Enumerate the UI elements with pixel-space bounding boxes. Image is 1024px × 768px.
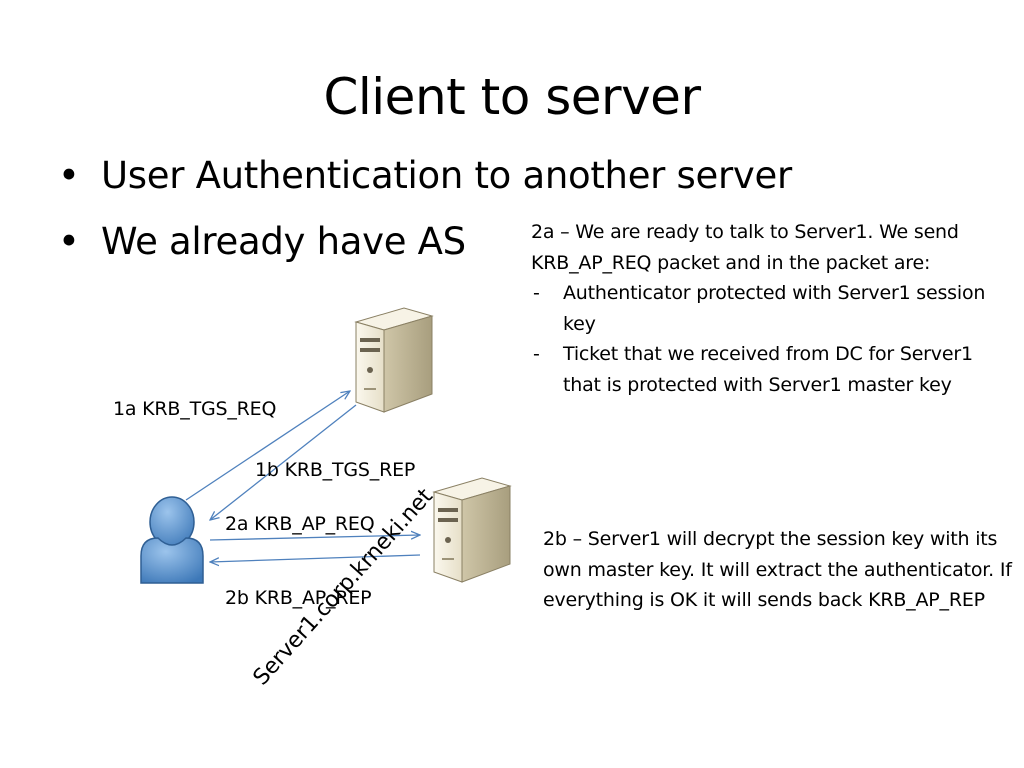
bullet-list: • User Authentication to another server …: [58, 150, 792, 282]
dash-marker: -: [533, 282, 540, 304]
arrow-ap-rep: [210, 554, 421, 562]
note-2a-item-text: Ticket that we received from DC for Serv…: [563, 343, 973, 396]
arrow-tgs-rep: [210, 404, 357, 520]
label-ap-req: 2a KRB_AP_REQ: [225, 513, 375, 535]
note-2a-item-text: Authenticator protected with Server1 ses…: [563, 282, 986, 335]
server-icon: [354, 307, 434, 413]
bullet-text: We already have AS: [101, 220, 466, 263]
note-step-2b: 2b – Server1 will decrypt the session ke…: [543, 524, 1021, 616]
bullet-dot: •: [58, 220, 80, 263]
bullet-text: User Authentication to another server: [101, 154, 792, 197]
arrow-ap-req: [209, 535, 420, 541]
label-ap-rep: 2b KRB_AP_REP: [225, 587, 372, 609]
label-tgs-req: 1a KRB_TGS_REQ: [113, 398, 277, 420]
note-2a-intro: 2a – We are ready to talk to Server1. We…: [531, 221, 959, 274]
dash-marker: -: [533, 343, 540, 365]
label-tgs-rep: 1b KRB_TGS_REP: [255, 459, 416, 481]
note-step-2a: 2a – We are ready to talk to Server1. We…: [531, 217, 1001, 400]
note-2a-item: - Ticket that we received from DC for Se…: [531, 339, 1001, 400]
user-icon: [140, 496, 204, 584]
arrow-tgs-req: [185, 391, 350, 501]
slide-title: Client to server: [323, 68, 701, 126]
bullet-dot: •: [58, 154, 80, 197]
note-2b-text: 2b – Server1 will decrypt the session ke…: [543, 528, 1012, 611]
bullet-item: • We already have AS: [58, 216, 792, 282]
bullet-item: • User Authentication to another server: [58, 150, 792, 216]
server-icon: [432, 477, 512, 583]
note-2a-item: - Authenticator protected with Server1 s…: [531, 278, 1001, 339]
note-2a-list: - Authenticator protected with Server1 s…: [531, 278, 1001, 400]
